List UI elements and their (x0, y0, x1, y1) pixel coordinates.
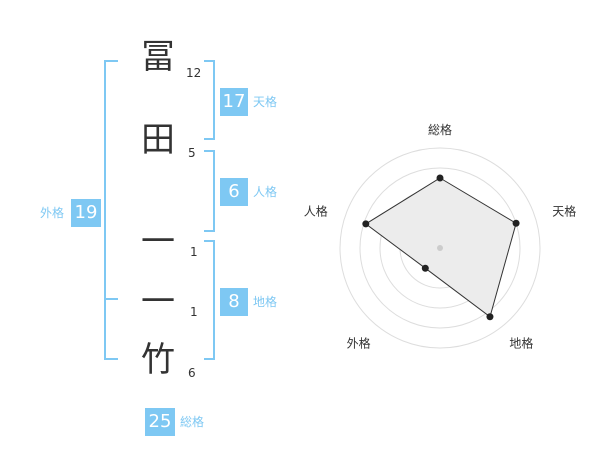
radar-point-3 (486, 313, 494, 321)
stroke-count-4: 1 (190, 305, 198, 319)
radar-point-1 (436, 174, 444, 182)
name-char-1: 冨 (141, 37, 175, 77)
radar-point-2 (512, 219, 520, 227)
radar-center-dot (437, 245, 443, 251)
radar-ring (359, 167, 521, 329)
stroke-count-1: 12 (186, 66, 202, 80)
tenkaku-bracket (204, 60, 215, 140)
stroke-count-2: 5 (188, 146, 196, 160)
radar-point-5 (362, 220, 370, 228)
gaikaku-bracket (104, 60, 118, 360)
name-char-5: 竹 (141, 340, 175, 380)
radar-axis-label-4: 外格 (347, 336, 371, 351)
radar-axis-label-3: 地格 (509, 336, 533, 351)
name-char-2: 田 (141, 120, 175, 160)
chikaku-label: 地格 (253, 295, 278, 309)
chikaku-bracket (204, 240, 215, 360)
stroke-count-5: 6 (188, 366, 196, 380)
jinkaku-bracket (204, 150, 215, 232)
name-char-3: 一 (141, 222, 175, 262)
jinkaku-badge: 6 (220, 178, 248, 206)
jinkaku-label: 人格 (253, 185, 278, 199)
soukaku-label: 総格 (180, 415, 205, 429)
stroke-count-3: 1 (190, 245, 198, 259)
gaikaku-badge: 19 (71, 199, 101, 227)
tenkaku-badge: 17 (220, 88, 248, 116)
radar-ring (339, 147, 541, 349)
radar-axis-label-2: 天格 (552, 204, 576, 219)
chikaku-badge: 8 (220, 288, 248, 316)
radar-point-4 (421, 264, 429, 272)
tenkaku-label: 天格 (253, 95, 278, 109)
radar-axis-label-1: 総格 (428, 122, 452, 137)
gaikaku-divider (104, 298, 118, 300)
soukaku-badge: 25 (145, 408, 175, 436)
name-char-4: 一 (141, 282, 175, 322)
gaikaku-label: 外格 (40, 206, 65, 220)
radar-axis-label-5: 人格 (304, 204, 328, 219)
